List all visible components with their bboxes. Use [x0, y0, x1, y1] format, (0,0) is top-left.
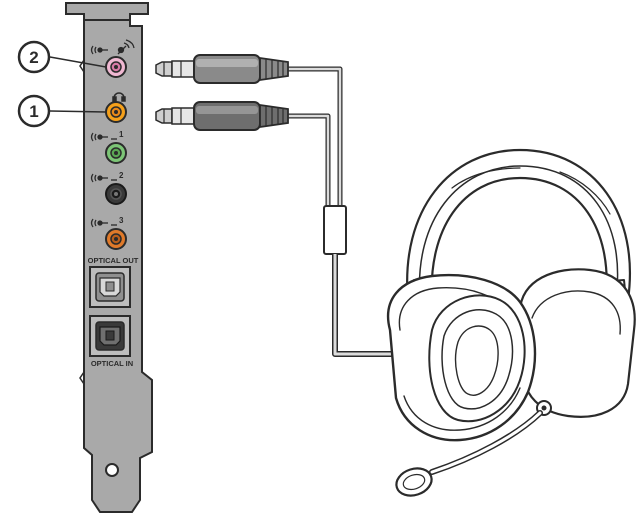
callout-2: 2: [17, 40, 51, 74]
microphone-icon: [90, 39, 135, 55]
optical-out-port[interactable]: [89, 266, 131, 308]
speaker-icon: [90, 132, 117, 142]
speaker-jack-3-index: 3: [119, 216, 124, 225]
headphone-jack[interactable]: [105, 101, 127, 123]
headset-cable: [288, 66, 392, 357]
speaker-jack-1-index: 1: [119, 130, 124, 139]
speaker-jack-1[interactable]: [105, 142, 127, 164]
svg-text:1: 1: [29, 102, 38, 121]
mic-boom: [395, 410, 543, 497]
headphone-icon: [112, 92, 126, 102]
headphone-plug: [155, 101, 289, 131]
speaker-jack-3[interactable]: [105, 228, 127, 250]
speaker-icon: [90, 173, 117, 183]
microphone-capsule: [395, 467, 433, 497]
speaker-icon: [90, 218, 117, 228]
mounting-hole: [105, 463, 119, 477]
speaker-jack-2[interactable]: [105, 183, 127, 205]
headset: [387, 148, 636, 442]
mic-plug: [155, 54, 289, 84]
speaker-jack-2-index: 2: [119, 171, 124, 180]
callout-1: 1: [17, 94, 51, 128]
optical-out-label: OPTICAL OUT: [88, 256, 139, 265]
optical-in-label: OPTICAL IN: [91, 359, 133, 368]
mic-jack[interactable]: [105, 56, 127, 78]
optical-in-port[interactable]: [89, 315, 131, 357]
svg-text:2: 2: [29, 48, 38, 67]
